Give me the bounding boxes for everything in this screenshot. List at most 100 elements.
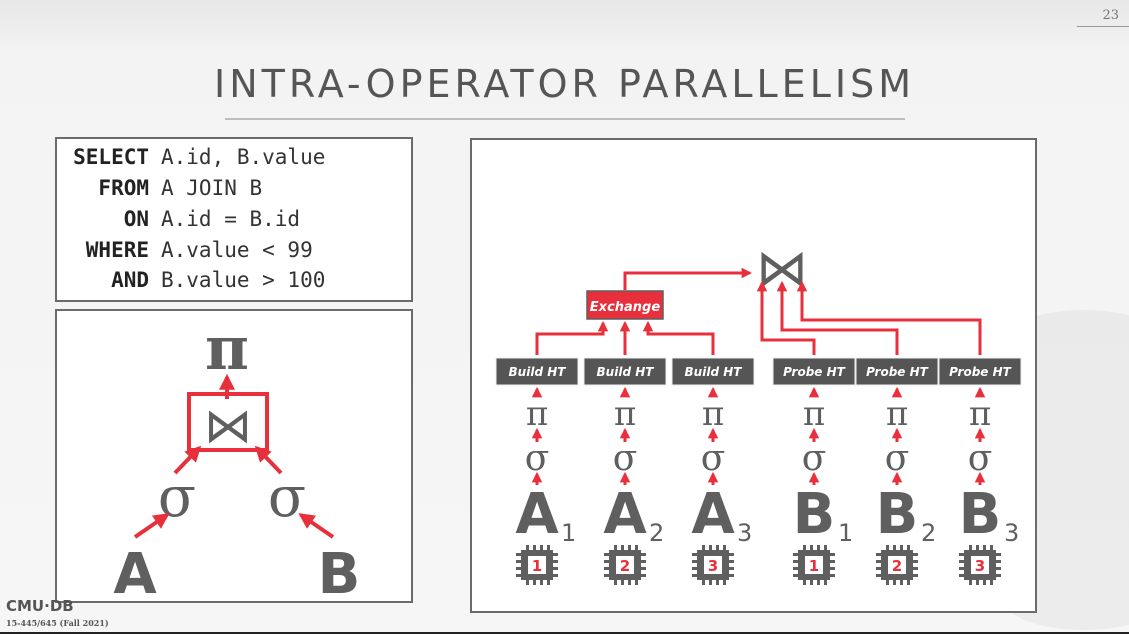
cpu-pin-right-6 [996, 553, 1001, 556]
sql-clause: B.value > 100 [161, 268, 326, 292]
op-label-box-5 [855, 357, 939, 386]
cpu-pin-top-6 [969, 545, 972, 550]
selection-symbol-3: σ [701, 438, 726, 479]
cpu-pin-bottom-5 [886, 580, 889, 585]
op-label-5: Probe HT [866, 365, 929, 379]
projection-symbol-2: π [614, 394, 636, 434]
cpu-pin-bottom-3 [716, 580, 719, 585]
selection-symbol-b: σ [268, 465, 306, 530]
bottom-bar [0, 632, 1129, 634]
cpu-pin-top-3 [702, 545, 705, 550]
cpu-pin-left-1 [516, 553, 521, 556]
exchange-to-join-arrow [623, 267, 753, 290]
cpu-core-number-6: 3 [975, 557, 985, 575]
cpu-core-number-5: 2 [892, 557, 902, 575]
cpu-pin-right-4 [830, 560, 835, 563]
cpu-pin-top-1 [540, 545, 543, 550]
cpu-pin-right-2 [641, 574, 646, 577]
sql-clause: A.value < 99 [161, 238, 313, 262]
build1-to-exchange-arrow [535, 320, 609, 355]
probe1-to-join-arrow [756, 280, 816, 355]
cpu-core-number-1: 1 [532, 557, 542, 575]
cpu-pin-top-4 [803, 545, 806, 550]
query-plan-box: π ⋈ σ σ A B [55, 309, 413, 603]
sql-line-where: WHERE A.value < 99 [63, 238, 403, 268]
cpu-pin-left-5 [876, 567, 881, 570]
cpu-pin-left-2 [604, 553, 609, 556]
cpu-pin-left-4 [793, 574, 798, 577]
cpu-pin-left-3 [692, 553, 697, 556]
table-b-to-sigma-arrow [298, 513, 335, 539]
cpu-pin-top-6 [990, 545, 993, 550]
cpu-pin-top-5 [907, 545, 910, 550]
op-label-4: Probe HT [783, 365, 846, 379]
cpu-pin-right-2 [641, 567, 646, 570]
cpu-pin-left-1 [516, 560, 521, 563]
probe3-to-join-arrow [796, 280, 982, 355]
table-subscript-4: 1 [838, 519, 853, 547]
table-label-6: B [959, 482, 1002, 547]
cpu-pin-top-6 [983, 545, 986, 550]
cpu-pin-left-2 [604, 560, 609, 563]
table-a-to-sigma-arrow [133, 513, 170, 539]
course-label: 15-445/645 (Fall 2021) [6, 618, 109, 628]
table-subscript-5: 2 [921, 519, 936, 547]
cpu-pin-bottom-6 [990, 580, 993, 585]
cpu-core-number-3: 3 [708, 557, 718, 575]
exchange-label: Exchange [590, 300, 661, 315]
cpu-pin-bottom-3 [702, 580, 705, 585]
build3-to-exchange-arrow [642, 320, 715, 355]
table-label-5: B [876, 482, 919, 547]
cpu-pin-right-6 [996, 574, 1001, 577]
sql-keyword: FROM [98, 176, 149, 200]
projection-symbol-1: π [526, 394, 548, 434]
cpu-pin-bottom-2 [628, 580, 631, 585]
cpu-pin-right-5 [913, 553, 918, 556]
cpu-pin-right-6 [996, 567, 1001, 570]
cpu-pin-top-6 [976, 545, 979, 550]
cpu-pin-right-3 [729, 560, 734, 563]
cpu-pin-top-5 [893, 545, 896, 550]
table-label-1: A [515, 482, 559, 547]
selection-symbol-6: σ [968, 438, 993, 479]
cpu-pin-top-1 [547, 545, 550, 550]
op-label-1: Build HT [509, 365, 567, 379]
cpu-pin-top-1 [526, 545, 529, 550]
table-label-3: A [691, 482, 735, 547]
sql-clause: A JOIN B [161, 176, 263, 200]
cpu-pin-bottom-4 [817, 580, 820, 585]
cpu-core-3 [704, 556, 722, 574]
op-label-box-1 [495, 357, 579, 386]
op-label-3: Build HT [685, 365, 743, 379]
cpu-pin-right-5 [913, 567, 918, 570]
projection-symbol-5: π [886, 394, 908, 434]
op-label-box-3 [671, 357, 755, 386]
selection-symbol-4: σ [802, 438, 827, 479]
cpu-pin-bottom-2 [614, 580, 617, 585]
cpu-pin-top-2 [628, 545, 631, 550]
cpu-pin-left-6 [959, 574, 964, 577]
cpu-core-2 [616, 556, 634, 574]
table-b-label: B [318, 542, 361, 601]
cpu-pin-left-3 [692, 560, 697, 563]
sql-line-from: FROM A JOIN B [63, 176, 403, 206]
cpu-pin-left-1 [516, 574, 521, 577]
cpu-pin-top-5 [886, 545, 889, 550]
cpu-pin-bottom-4 [803, 580, 806, 585]
op-label-box-4 [772, 357, 856, 386]
table-subscript-2: 2 [649, 519, 664, 547]
op-label-box-6 [938, 357, 1022, 386]
cpu-pin-bottom-1 [533, 580, 536, 585]
cpu-core-number-2: 2 [620, 557, 630, 575]
projection-symbol-3: π [702, 394, 724, 434]
cpu-pin-right-3 [729, 567, 734, 570]
sql-keyword: WHERE [85, 238, 149, 262]
cpu-pin-left-5 [876, 553, 881, 556]
cpu-pin-bottom-6 [976, 580, 979, 585]
cpu-pin-top-5 [900, 545, 903, 550]
